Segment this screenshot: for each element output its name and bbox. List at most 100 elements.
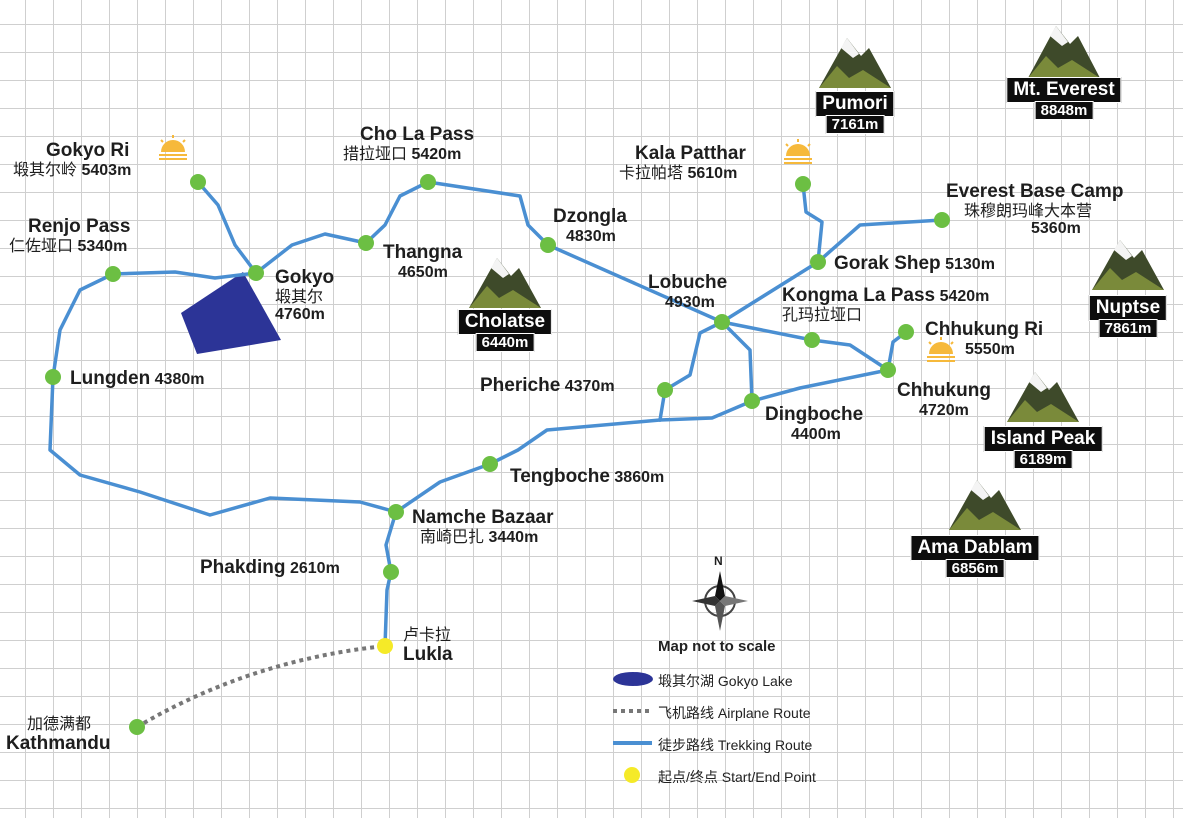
name-zh: 仁佐垭口 <box>9 237 74 255</box>
label-renjo-pass: Renjo Pass 仁佐垭口 5340m <box>9 216 131 255</box>
peak-island-peak-name: Island Peak <box>983 426 1103 452</box>
node-dingboche <box>744 393 760 409</box>
peak-pumori-name: Pumori <box>815 91 895 117</box>
label-gokyo: Gokyo 塅其尔 4760m <box>275 267 334 324</box>
name-en: Gokyo Ri <box>46 140 130 161</box>
label-kongma-la-pass: Kongma La Pass 5420m 孔玛拉垭口 <box>782 285 990 324</box>
route-lobuche-gorak <box>720 260 820 324</box>
name-en: Cho La Pass <box>360 124 475 145</box>
altitude: 4720m <box>919 401 969 419</box>
route-gorak-kala <box>801 182 824 264</box>
node-gokyo-ri <box>190 174 206 190</box>
route-lobuche-dzongla <box>546 243 724 324</box>
peak-ama-dablam-altitude: 6856m <box>945 559 1005 578</box>
label-kala-patthar: Kala Patthar 卡拉帕塔 5610m <box>619 143 746 182</box>
name-en: Lukla <box>403 643 453 665</box>
peak-cholatse-altitude: 6440m <box>475 333 535 352</box>
name-en: Dzongla <box>553 206 627 227</box>
name-en: Namche Bazaar <box>412 507 554 528</box>
route-gokyo-renjo <box>111 270 258 280</box>
altitude: 4830m <box>566 227 616 245</box>
airplane-route <box>135 644 386 729</box>
name-en: Dingboche <box>765 404 864 425</box>
altitude: 4930m <box>665 293 715 311</box>
mountain-icon <box>1092 240 1164 290</box>
mountain-icon <box>1028 26 1100 78</box>
label-lungden: Lungden 4380m <box>70 368 205 390</box>
route-gokyo-gokyori <box>196 180 258 275</box>
name-zh: 塅其尔岭 <box>13 161 78 179</box>
altitude: 5420m <box>411 145 462 163</box>
name-en: Lobuche <box>648 272 728 293</box>
label-kathmandu: 加德满都 Kathmandu <box>6 716 111 754</box>
route-gorak-ebc <box>816 218 944 264</box>
route-cholapass-thangna <box>364 180 430 245</box>
mountain-icon <box>949 480 1021 530</box>
node-kongma-la-pass <box>804 332 820 348</box>
altitude: 5403m <box>81 161 132 179</box>
route-dzongla-cholapass <box>426 180 550 247</box>
node-kala-patthar <box>795 176 811 192</box>
altitude: 3440m <box>488 528 539 546</box>
altitude: 4370m <box>564 378 615 395</box>
node-lobuche <box>714 314 730 330</box>
peak-pumori-altitude: 7161m <box>825 115 885 134</box>
node-phakding <box>383 564 399 580</box>
node-pheriche <box>657 382 673 398</box>
label-dzongla: Dzongla 4830m <box>553 206 627 245</box>
altitude: 2610m <box>289 560 340 577</box>
label-cho-la-pass: Cho La Pass 措拉垭口 5420m <box>343 124 475 163</box>
altitude: 4760m <box>275 306 325 324</box>
peak-mt-everest-name: Mt. Everest <box>1006 77 1122 103</box>
name-zh: 卡拉帕塔 <box>619 164 684 182</box>
node-lungden <box>45 369 61 385</box>
compass-icon <box>692 571 748 631</box>
route-lungden-namche <box>48 375 398 517</box>
node-tengboche <box>482 456 498 472</box>
label-dingboche: Dingboche 4400m <box>765 404 864 443</box>
altitude: 5360m <box>1031 220 1081 238</box>
node-lukla <box>377 638 393 654</box>
label-pheriche: Pheriche 4370m <box>480 375 615 397</box>
route-thangna-gokyo <box>254 232 368 275</box>
name-en: Pheriche <box>480 375 561 396</box>
label-thangna: Thangna 4650m <box>383 242 462 281</box>
name-zh: 珠穆朗玛峰大本营 <box>964 202 1093 220</box>
name-en: Kongma La Pass <box>782 285 936 306</box>
node-chhukung <box>880 362 896 378</box>
route-namche-tengboche <box>394 418 662 514</box>
sun-icon <box>784 139 812 164</box>
legend-title: Map not to scale <box>658 638 776 655</box>
name-en: Renjo Pass <box>28 216 131 237</box>
legend-item-start-end-point: 起点/终点 Start/End Point <box>658 769 816 785</box>
legend-start-end-symbol <box>624 767 640 783</box>
name-zh: 加德满都 <box>27 716 92 733</box>
compass-north-label: N <box>714 554 723 568</box>
altitude: 4650m <box>398 263 448 281</box>
name-en: Gorak Shep <box>834 253 941 274</box>
altitude: 5130m <box>945 256 995 273</box>
node-renjo-pass <box>105 266 121 282</box>
altitude: 5420m <box>939 288 990 305</box>
node-thangna <box>358 235 374 251</box>
legend-item-trekking-route: 徒步路线 Trekking Route <box>658 737 813 753</box>
altitude: 4380m <box>154 371 205 388</box>
peak-nuptse-altitude: 7861m <box>1098 319 1158 338</box>
legend-item-airplane-route: 飞机路线 Airplane Route <box>658 705 811 721</box>
altitude: 5550m <box>965 340 1015 358</box>
node-namche-bazaar <box>388 504 404 520</box>
sun-icon <box>927 337 955 362</box>
route-dingboche-chhukung <box>750 368 890 403</box>
name-en: Chhukung Ri <box>925 319 1044 340</box>
trekking-routes <box>48 180 944 648</box>
gokyo-lake <box>181 272 281 354</box>
peak-nuptse-name: Nuptse <box>1088 295 1168 321</box>
route-renjo-lungden <box>51 272 115 379</box>
node-gorak-shep <box>810 254 826 270</box>
legend-item-lake: 塅其尔湖 Gokyo Lake <box>658 673 793 689</box>
mountain-icon <box>1007 372 1079 422</box>
altitude: 5340m <box>77 237 128 255</box>
name-zh: 塅其尔 <box>275 288 324 306</box>
